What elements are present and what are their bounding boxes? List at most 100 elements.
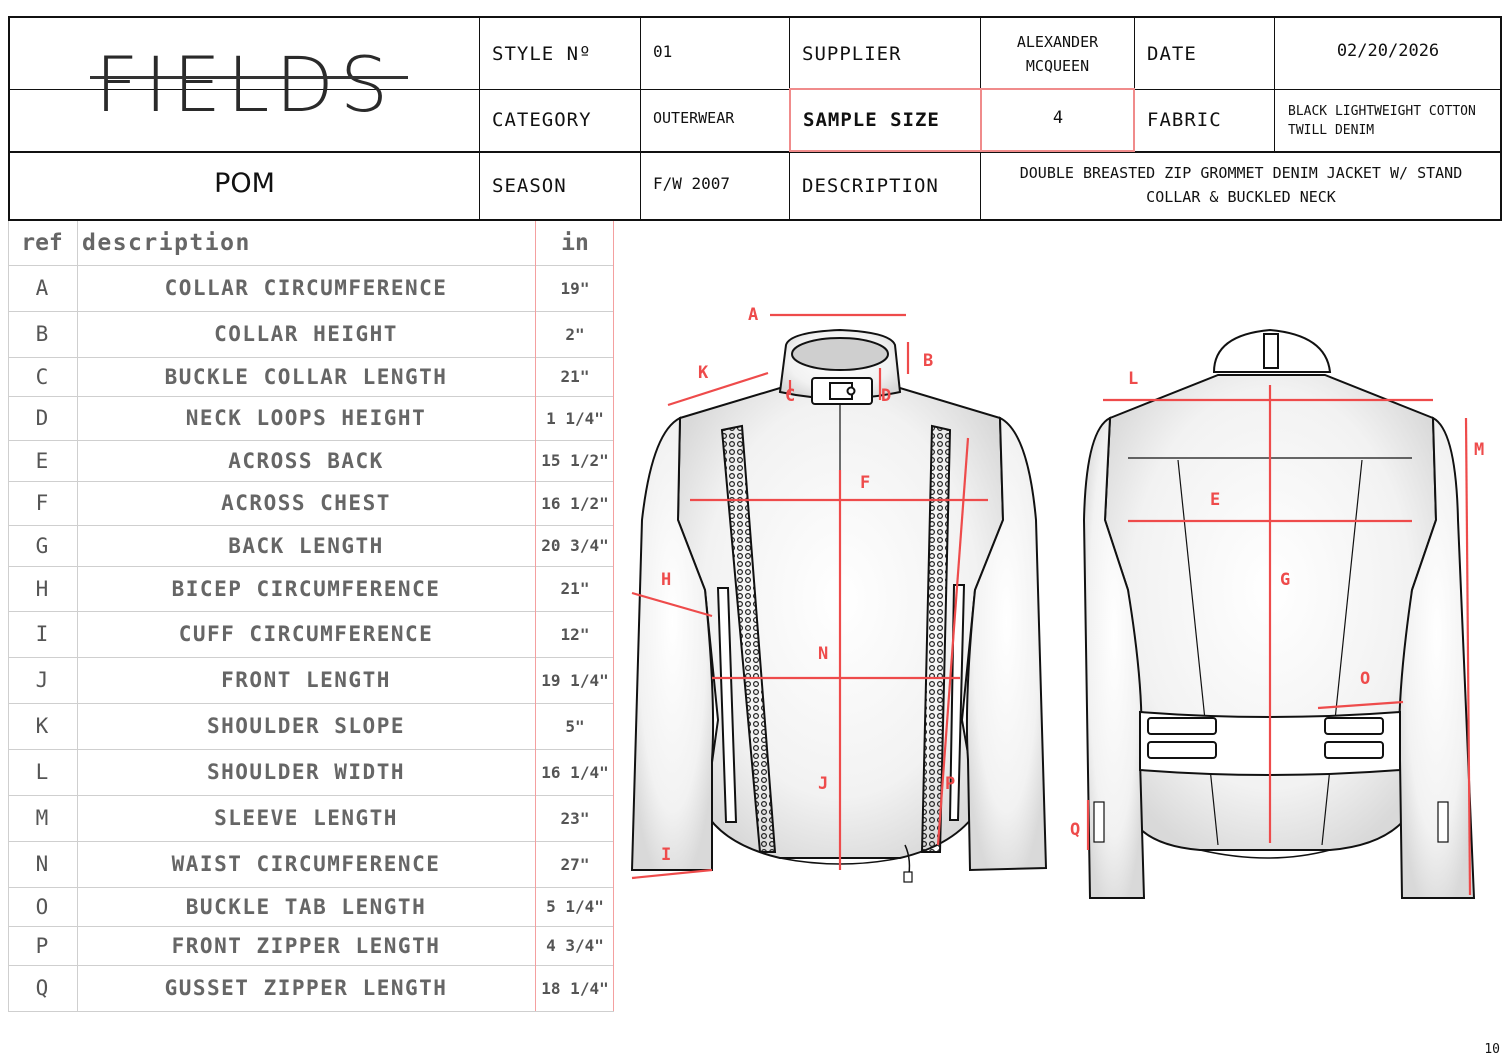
pom-description-cell: CUFF CIRCUMFERENCE bbox=[178, 622, 434, 646]
measurement-lines bbox=[631, 313, 1472, 896]
description-label: DESCRIPTION bbox=[802, 175, 939, 197]
pom-ref-cell: D bbox=[35, 406, 49, 430]
pom-value-cell: 20 3/4" bbox=[541, 536, 609, 555]
table-row: E ACROSS BACK 15 1/2" bbox=[8, 440, 614, 482]
jacket-flat-sketches bbox=[630, 313, 1476, 899]
table-row: B COLLAR HEIGHT 2" bbox=[8, 311, 614, 358]
pom-ref-cell: I bbox=[35, 622, 49, 646]
back-jacket-sketch bbox=[1082, 328, 1476, 899]
pom-description-cell: COLLAR HEIGHT bbox=[214, 322, 398, 346]
table-row: C BUCKLE COLLAR LENGTH 21" bbox=[8, 357, 614, 397]
style-no-value: 01 bbox=[653, 41, 673, 61]
table-row: M SLEEVE LENGTH 23" bbox=[8, 795, 614, 842]
pom-grid-line bbox=[8, 221, 9, 1011]
pom-ref-cell: Q bbox=[35, 976, 49, 1000]
season-value: F/W 2007 bbox=[653, 173, 731, 193]
table-row: J FRONT LENGTH 19 1/4" bbox=[8, 657, 614, 704]
measure-label-c: C bbox=[785, 386, 796, 406]
season-label: SEASON bbox=[492, 175, 567, 197]
page-number: 10 bbox=[1484, 1042, 1500, 1057]
pom-value-cell: 4 3/4" bbox=[546, 936, 604, 955]
supplier-value: ALEXANDER MCQUEEN bbox=[1016, 33, 1099, 75]
pom-value-cell: 5" bbox=[565, 716, 585, 736]
pom-ref-cell: M bbox=[35, 806, 49, 830]
measure-label-m: M bbox=[1474, 440, 1485, 460]
header-divider bbox=[1274, 18, 1275, 151]
pom-header-description: description bbox=[82, 230, 251, 256]
pom-header-unit: in bbox=[561, 230, 589, 256]
pom-value-cell: 1 1/4" bbox=[546, 408, 604, 428]
measure-label-d: D bbox=[881, 386, 892, 406]
measure-label-i: I bbox=[661, 845, 672, 865]
measure-label-a: A bbox=[748, 305, 759, 325]
pom-description-cell: WAIST CIRCUMFERENCE bbox=[171, 852, 441, 876]
pom-description-cell: BACK LENGTH bbox=[228, 533, 384, 558]
pom-value-cell: 21" bbox=[560, 367, 590, 386]
pom-value-cell: 12" bbox=[560, 624, 590, 644]
category-value: OUTERWEAR bbox=[653, 109, 735, 127]
pom-ref-cell: L bbox=[35, 760, 49, 784]
pom-value-cell: 23" bbox=[560, 808, 590, 828]
pom-header-ref: ref bbox=[21, 230, 63, 256]
pom-description-cell: BUCKLE TAB LENGTH bbox=[185, 894, 427, 919]
fabric-value: BLACK LIGHTWEIGHT COTTON TWILL DENIM bbox=[1288, 104, 1476, 138]
measure-label-p: P bbox=[945, 774, 956, 794]
date-label: DATE bbox=[1147, 42, 1197, 65]
fabric-label: FABRIC bbox=[1147, 109, 1222, 131]
measure-label-h: H bbox=[661, 570, 672, 590]
pom-description-cell: FRONT LENGTH bbox=[221, 668, 391, 692]
logo-strike bbox=[90, 76, 408, 79]
spec-header: FIELDS STYLE Nº 01 SUPPLIER ALEXANDER MC… bbox=[8, 16, 1502, 221]
pom-table-header: ref description in bbox=[8, 221, 614, 266]
pom-ref-cell: A bbox=[35, 276, 49, 300]
date-value: 02/20/2026 bbox=[1336, 41, 1440, 61]
logo-text: FIELDS bbox=[94, 40, 395, 129]
pom-ref-cell: K bbox=[35, 714, 49, 738]
measure-label-o: O bbox=[1360, 669, 1371, 689]
header-divider bbox=[10, 89, 1501, 90]
pom-ref-cell: B bbox=[35, 322, 49, 346]
pom-ref-cell: O bbox=[35, 894, 49, 919]
pom-value-cell: 18 1/4" bbox=[541, 978, 609, 998]
pom-description-cell: COLLAR CIRCUMFERENCE bbox=[164, 276, 448, 300]
pom-ref-cell: C bbox=[35, 364, 49, 389]
pom-description-cell: BICEP CIRCUMFERENCE bbox=[171, 576, 441, 601]
pom-ref-cell: F bbox=[35, 491, 49, 515]
measure-label-f: F bbox=[860, 473, 871, 493]
measure-label-n: N bbox=[818, 644, 829, 664]
table-row: P FRONT ZIPPER LENGTH 4 3/4" bbox=[8, 926, 614, 966]
pom-description-cell: ACROSS BACK bbox=[228, 448, 384, 473]
pom-ref-cell: P bbox=[35, 933, 49, 958]
pom-description-cell: SHOULDER SLOPE bbox=[206, 714, 405, 738]
pom-value-cell: 15 1/2" bbox=[541, 451, 609, 470]
pom-label: POM bbox=[214, 167, 275, 199]
category-label: CATEGORY bbox=[492, 109, 592, 131]
pom-description-cell: SLEEVE LENGTH bbox=[214, 806, 398, 830]
table-row: I CUFF CIRCUMFERENCE 12" bbox=[8, 611, 614, 658]
sample-size-value: 4 bbox=[1052, 108, 1064, 128]
pom-ref-cell: J bbox=[35, 668, 49, 692]
sample-size-label: SAMPLE SIZE bbox=[789, 88, 1135, 152]
header-divider bbox=[640, 18, 641, 220]
measure-label-e: E bbox=[1210, 490, 1221, 510]
pom-value-cell: 2" bbox=[565, 324, 585, 344]
pom-value-cell: 19 1/4" bbox=[541, 670, 609, 690]
pom-grid-line bbox=[77, 221, 78, 1011]
pom-value-cell: 19" bbox=[560, 278, 590, 298]
pom-description-cell: FRONT ZIPPER LENGTH bbox=[171, 933, 441, 958]
measure-label-q: Q bbox=[1070, 820, 1081, 840]
measure-label-b: B bbox=[923, 351, 934, 371]
pom-description-cell: BUCKLE COLLAR LENGTH bbox=[164, 364, 448, 389]
sample-size-divider bbox=[980, 89, 982, 151]
pom-value-column-border bbox=[535, 221, 614, 1011]
description-value: DOUBLE BREASTED ZIP GROMMET DENIM JACKET… bbox=[1019, 164, 1463, 206]
measure-label-k: K bbox=[698, 363, 709, 383]
pom-ref-cell: E bbox=[35, 448, 49, 473]
